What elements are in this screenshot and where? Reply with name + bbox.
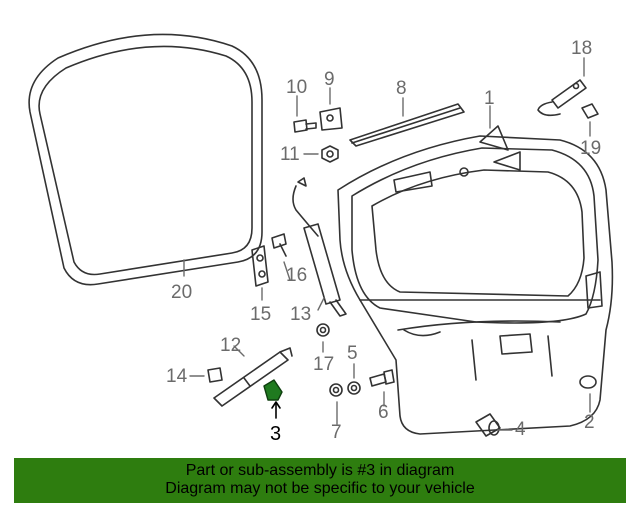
liftgate — [337, 125, 614, 435]
hinge-bolt — [293, 119, 317, 133]
parts-diagram — [28, 33, 614, 437]
callout-7: 7 — [331, 422, 342, 443]
clip-19 — [581, 103, 599, 119]
bumper-plug — [579, 375, 597, 389]
banner-line-1: Part or sub-assembly is #3 in diagram — [185, 462, 455, 479]
callout-11: 11 — [280, 144, 300, 165]
washer-17 — [316, 323, 330, 337]
washer-5 — [347, 381, 361, 395]
callout-20: 20 — [171, 282, 193, 303]
callout-10: 10 — [286, 77, 308, 98]
callout-4: 4 — [515, 419, 526, 440]
bolt-6 — [369, 369, 395, 387]
info-banner: Part or sub-assembly is #3 in diagram Di… — [14, 458, 626, 503]
callout-17: 17 — [313, 354, 335, 375]
strut-bracket — [251, 245, 269, 287]
highlighted-part-3 — [263, 379, 283, 419]
spoiler-molding — [349, 103, 465, 147]
lower-strut — [213, 347, 293, 407]
callout-19: 19 — [580, 138, 602, 159]
lift-support-strut — [292, 177, 347, 317]
callout-16: 16 — [286, 265, 308, 286]
stud-14 — [207, 367, 223, 383]
callout-12: 12 — [220, 335, 242, 356]
upper-bracket — [537, 79, 587, 117]
callout-9: 9 — [324, 69, 335, 90]
callout-13: 13 — [290, 304, 312, 325]
callout-8: 8 — [396, 78, 407, 99]
callout-leaders — [183, 57, 591, 431]
callout-3: 3 — [270, 423, 282, 445]
banner-line-2: Diagram may not be specific to your vehi… — [165, 480, 475, 497]
callout-5: 5 — [347, 343, 358, 364]
callout-2: 2 — [584, 412, 595, 433]
callout-15: 15 — [250, 304, 272, 325]
callout-18: 18 — [571, 38, 593, 59]
weatherstrip-seal — [28, 33, 263, 286]
callout-1: 1 — [484, 88, 495, 109]
hinge-nut — [321, 145, 339, 163]
callout-14: 14 — [166, 366, 188, 387]
grommet-7 — [329, 383, 343, 397]
bracket-bolt — [271, 233, 287, 257]
release-switch — [475, 413, 501, 437]
callout-6: 6 — [378, 402, 389, 423]
hinge — [319, 107, 343, 131]
